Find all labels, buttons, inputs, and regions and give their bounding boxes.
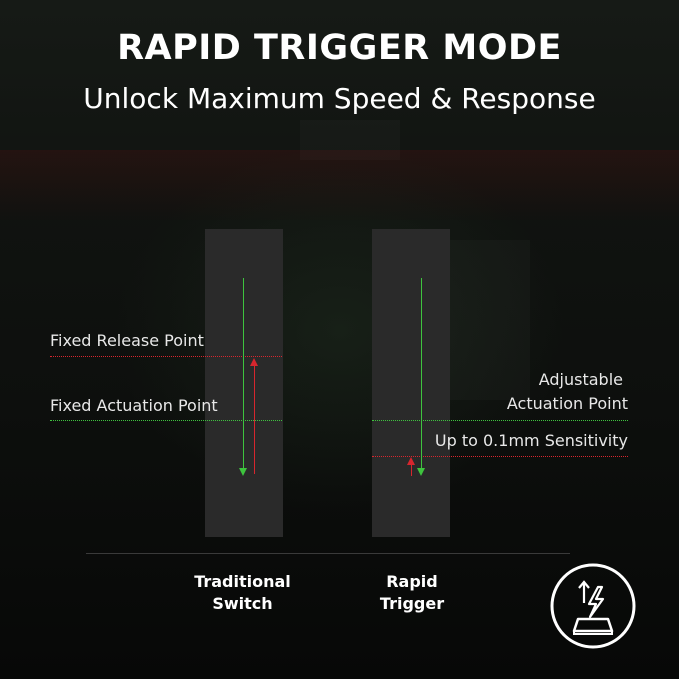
traditional-press-arrowhead [239, 468, 247, 476]
sensitivity-label: Up to 0.1mm Sensitivity [434, 431, 628, 450]
traditional-switch-caption: Traditional Switch [180, 571, 305, 615]
rapid-press-arrow-shaft [421, 278, 422, 468]
rapid-release-arrowhead [407, 457, 415, 465]
traditional-caption-line1: Traditional [194, 572, 291, 591]
fixed-release-label: Fixed Release Point [50, 331, 204, 350]
rapid-release-arrow-shaft [411, 464, 412, 476]
traditional-caption-line2: Switch [212, 594, 273, 613]
adjustable-actuation-line [372, 420, 628, 421]
page-title: RAPID TRIGGER MODE [117, 28, 562, 68]
traditional-release-arrow-shaft [254, 366, 255, 474]
baseline-divider [86, 553, 570, 554]
traditional-release-arrowhead [250, 358, 258, 366]
page-subtitle: Unlock Maximum Speed & Response [83, 82, 596, 115]
rapid-trigger-caption: Rapid Trigger [360, 571, 464, 615]
rapid-trigger-key-icon [548, 561, 638, 651]
adjustable-actuation-label-line2: Actuation Point [506, 394, 628, 413]
background-red-glow [0, 150, 679, 220]
rapid-trigger-pillar [372, 229, 450, 537]
adjustable-actuation-label-line1: Adjustable [538, 370, 623, 389]
fixed-actuation-label: Fixed Actuation Point [50, 396, 218, 415]
rapid-caption-line1: Rapid [386, 572, 438, 591]
fixed-release-line [50, 356, 282, 357]
traditional-switch-pillar [205, 229, 283, 537]
rapid-press-arrowhead [417, 468, 425, 476]
background-keyboard-silhouette [300, 120, 400, 160]
fixed-actuation-line [50, 420, 282, 421]
traditional-press-arrow-shaft [243, 278, 244, 468]
rapid-caption-line2: Trigger [379, 594, 445, 613]
sensitivity-release-line [372, 456, 628, 457]
